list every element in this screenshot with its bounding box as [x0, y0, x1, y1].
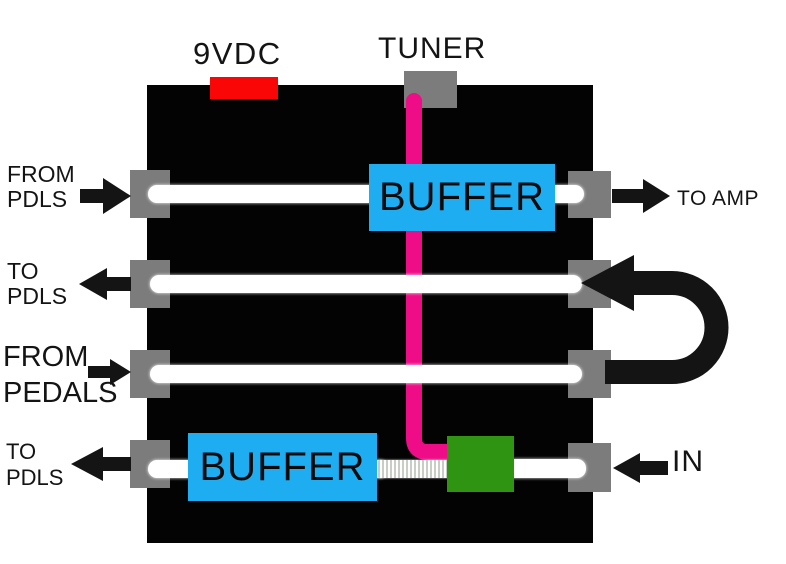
- label-from-pedals-line2: PEDALS: [3, 377, 118, 409]
- label-to-pdls-top-line1: TO: [7, 258, 39, 284]
- label-to-pdls-bottom: TO PDLS: [6, 439, 63, 491]
- to-amp-arrow-icon: [612, 179, 670, 213]
- buffer-bottom-label: BUFFER: [199, 444, 366, 489]
- tuner-splitter-block: [447, 436, 514, 492]
- buffer-top-box: BUFFER: [369, 164, 555, 231]
- label-from-pdls-line1: FROM: [7, 161, 75, 187]
- label-to-amp: TO AMP: [677, 187, 759, 210]
- label-in: IN: [672, 445, 704, 478]
- label-from-pedals-line1: FROM: [3, 341, 89, 373]
- label-9vdc: 9VDC: [193, 36, 282, 71]
- in-arrow-icon: [613, 453, 668, 483]
- to-pdls-bottom-arrow-icon: [71, 447, 131, 481]
- buffer-top-label: BUFFER: [379, 175, 545, 219]
- cable-row2-to-pdls: [150, 275, 582, 293]
- pedal-loop-cable: [605, 271, 729, 384]
- label-from-pdls: FROM PDLS: [7, 162, 75, 212]
- from-pdls-arrow-icon: [80, 178, 131, 214]
- label-to-pdls-bottom-line2: PDLS: [6, 465, 64, 490]
- power-connector: [210, 77, 278, 99]
- label-to-pdls-top-line2: PDLS: [7, 283, 68, 309]
- cable-row3-from-pedals: [150, 365, 582, 383]
- buffer-bottom-box: BUFFER: [188, 433, 377, 501]
- label-tuner: TUNER: [378, 32, 487, 65]
- label-to-pdls-top: TO PDLS: [7, 259, 67, 309]
- label-to-pdls-bottom-line1: TO: [6, 439, 37, 464]
- cable-row4-in-section: [500, 459, 586, 478]
- tuner-jack: [404, 71, 457, 108]
- label-from-pedals: FROM PEDALS: [3, 339, 117, 411]
- label-from-pdls-line2: PDLS: [7, 186, 68, 212]
- to-pdls-top-arrow-icon: [79, 268, 131, 300]
